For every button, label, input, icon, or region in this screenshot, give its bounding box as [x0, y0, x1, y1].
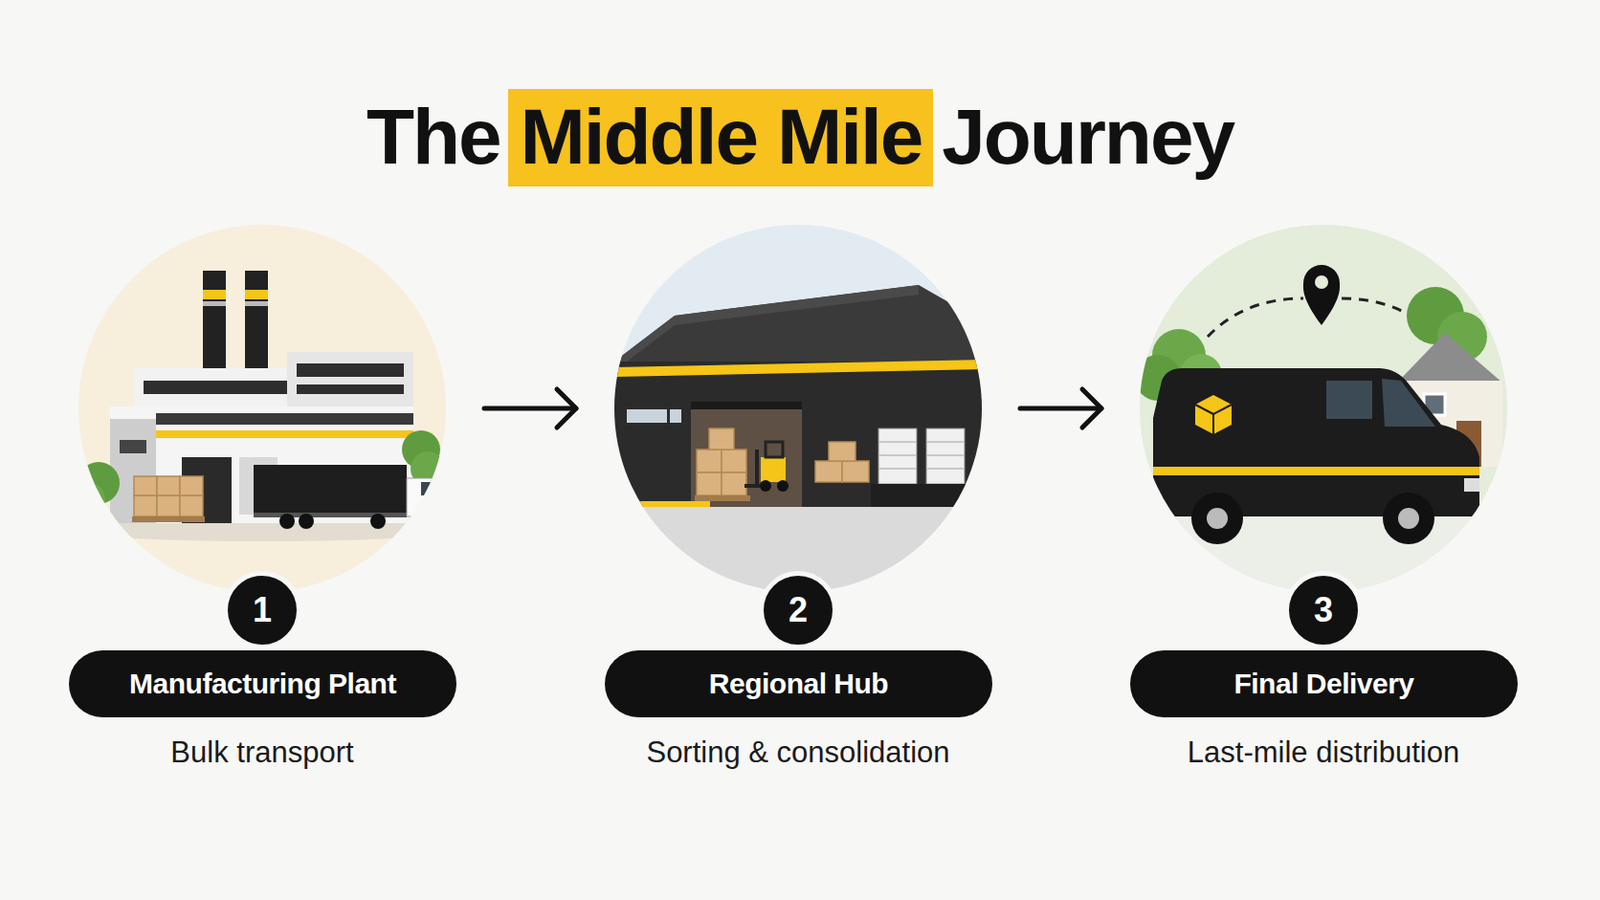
flow-arrow: [1020, 389, 1102, 428]
flow-arrow: [484, 389, 577, 428]
arrow-line: [1020, 406, 1102, 412]
step-name: Regional Hub: [604, 650, 993, 718]
step-name: Final Delivery: [1130, 650, 1518, 718]
forklift: [744, 442, 789, 492]
step-description: Last-mile distribution: [1103, 735, 1544, 771]
step-number: 3: [1284, 571, 1363, 650]
arrow-head: [1082, 389, 1102, 428]
arrow-line: [484, 406, 577, 412]
step-name: Manufacturing Plant: [68, 650, 457, 718]
step-description: Sorting & consolidation: [577, 735, 1019, 771]
step-description: Bulk transport: [42, 735, 483, 771]
arrow-head: [556, 389, 577, 428]
step-number: 2: [758, 571, 838, 650]
warehouse-illustration: [612, 220, 996, 611]
diagram-title: The Middle Mile Journey: [0, 84, 1600, 190]
step-number: 1: [222, 571, 302, 650]
